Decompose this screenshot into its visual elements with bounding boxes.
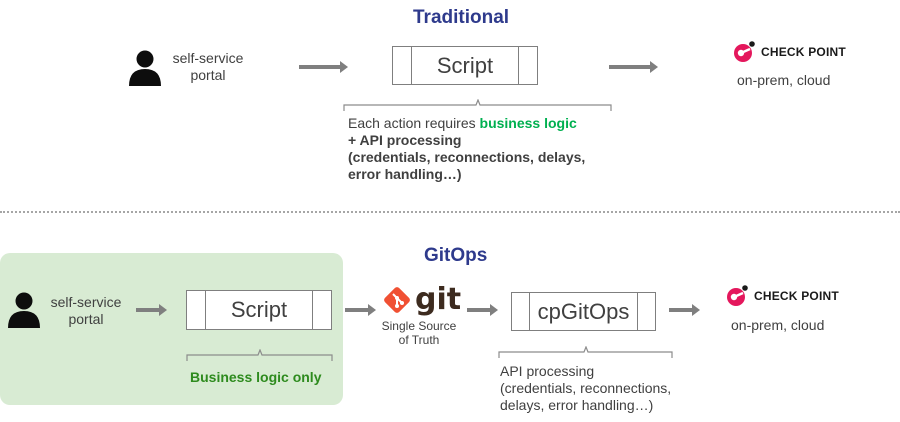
portal-label: self-service portal — [36, 294, 136, 328]
note-line-2: + API processing — [348, 132, 462, 148]
portal-label-line2: portal — [190, 67, 226, 83]
section-divider — [0, 211, 900, 213]
target-label: on-prem, cloud — [737, 72, 831, 88]
git-logo: git — [382, 285, 461, 315]
target-label: on-prem, cloud — [731, 317, 825, 333]
gitops-title: GitOps — [424, 245, 488, 266]
note-prefix: Each action requires — [348, 115, 480, 131]
arrow-git-to-cpgitops — [467, 304, 498, 316]
note-line-3: (credentials, reconnections, delays, — [348, 149, 586, 165]
brace — [186, 348, 334, 368]
api-processing-note: API processing (credentials, reconnectio… — [500, 363, 671, 414]
git-wordmark: git — [415, 282, 462, 317]
git-caption: Single Source of Truth — [370, 319, 468, 347]
arrow-script-to-git — [345, 304, 376, 316]
note-line-4: error handling…) — [348, 166, 462, 182]
check-point-logo: CHECK POINT — [725, 284, 839, 308]
business-logic-highlight: business logic — [479, 115, 577, 131]
git-logo-icon — [384, 287, 410, 313]
check-point-logo-icon — [727, 285, 748, 306]
arrow-cpgitops-to-checkpoint — [669, 304, 700, 316]
script-box: Script — [392, 46, 538, 85]
portal-label-line2: portal — [68, 311, 104, 327]
portal-label-line1: self-service — [50, 294, 122, 310]
api-note-line2: (credentials, reconnections, — [500, 380, 672, 396]
api-note-line3: delays, error handling…) — [500, 397, 654, 413]
portal-label-line1: self-service — [172, 50, 244, 66]
arrow-script-to-checkpoint — [609, 61, 658, 73]
script-box: Script — [186, 290, 332, 330]
script-label: Script — [436, 52, 494, 78]
person-icon — [128, 50, 162, 86]
check-point-brand: CHECK POINT — [754, 289, 839, 303]
api-note-line1: API processing — [500, 363, 595, 379]
person-icon — [7, 292, 41, 328]
traditional-title: Traditional — [413, 7, 510, 28]
note-line-1: Each action requires business logic — [348, 115, 585, 132]
git-caption-line1: Single Source — [381, 319, 457, 333]
traditional-note: Each action requires business logic + AP… — [348, 115, 585, 183]
cpgitops-label: cpGitOps — [537, 298, 630, 324]
business-logic-only-label: Business logic only — [190, 369, 322, 385]
check-point-logo: CHECK POINT — [732, 40, 846, 64]
script-label: Script — [230, 297, 288, 322]
cpgitops-box: cpGitOps — [511, 292, 656, 331]
arrow-portal-to-script — [136, 304, 167, 316]
arrow-portal-to-script — [299, 61, 348, 73]
git-caption-line2: of Truth — [398, 333, 440, 347]
check-point-logo-icon — [734, 41, 755, 62]
check-point-brand: CHECK POINT — [761, 45, 846, 59]
brace — [343, 98, 613, 118]
portal-label: self-service portal — [158, 50, 258, 84]
brace — [498, 345, 674, 365]
